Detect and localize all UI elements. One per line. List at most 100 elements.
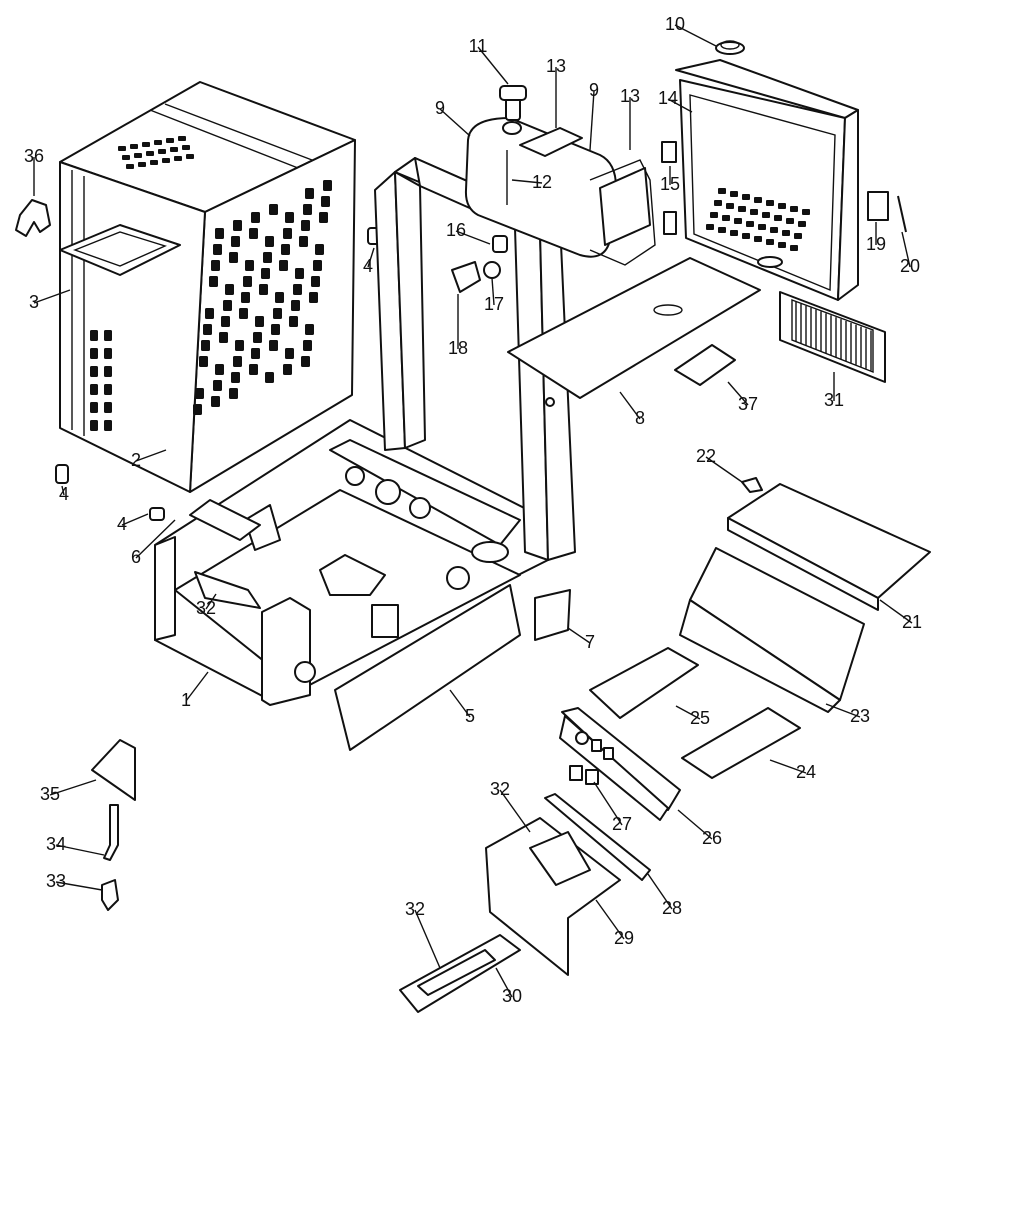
- callout-leader-32c: [414, 909, 441, 969]
- callout-label-36: 36: [24, 146, 44, 166]
- callout-label-14: 14: [658, 88, 678, 108]
- perforation: [229, 252, 238, 263]
- perforation: [766, 239, 774, 245]
- perforation: [305, 324, 314, 335]
- perforation: [259, 284, 268, 295]
- perforation: [231, 236, 240, 247]
- callout-label-32c: 32: [405, 899, 425, 919]
- enclosure-perforations: [706, 188, 810, 251]
- callout-label-9a: 9: [435, 98, 445, 118]
- perforation: [321, 196, 330, 207]
- perforation: [104, 366, 112, 377]
- callout-leader-5: [449, 689, 471, 718]
- callout-label-31: 31: [824, 390, 844, 410]
- callout-label-9b: 9: [589, 80, 599, 100]
- perforation: [734, 218, 742, 224]
- callout-leader-33: [55, 881, 103, 891]
- perforation: [802, 209, 810, 215]
- callout-label-34: 34: [46, 834, 66, 854]
- perforation: [714, 200, 722, 206]
- callout-leader-20: [901, 231, 911, 268]
- perforation: [279, 260, 288, 271]
- perforation: [323, 180, 332, 191]
- callout-leader-3: [33, 289, 71, 304]
- perforation: [154, 140, 162, 145]
- perforation: [235, 340, 244, 351]
- part-bar-30: [399, 934, 521, 1013]
- perforation: [162, 158, 170, 163]
- callout-leader-32a: [205, 593, 217, 610]
- perforation: [195, 388, 204, 399]
- perforation: [251, 348, 260, 359]
- perforation: [309, 292, 318, 303]
- perforation: [134, 153, 142, 158]
- perforation: [269, 204, 278, 215]
- perforation: [201, 340, 210, 351]
- perforation: [186, 154, 194, 159]
- perforation: [219, 332, 228, 343]
- callout-label-10: 10: [665, 14, 685, 34]
- callout-leader-25: [675, 705, 701, 720]
- callout-leader-6: [135, 519, 176, 559]
- perforation: [90, 402, 98, 413]
- perforation: [211, 260, 220, 271]
- perforation: [778, 203, 786, 209]
- perforation: [730, 191, 738, 197]
- perforation: [315, 244, 324, 255]
- callout-leader-17: [491, 277, 495, 306]
- perforation: [142, 142, 150, 147]
- part-rails-24-25: [589, 647, 801, 779]
- part-brackets-33-35: [91, 739, 136, 911]
- perforation: [90, 420, 98, 431]
- perforation: [710, 212, 718, 218]
- callout-leader-34: [55, 844, 105, 856]
- callout-label-19: 19: [866, 234, 886, 254]
- perforation: [730, 230, 738, 236]
- perforation: [126, 164, 134, 169]
- callout-leader-37: [727, 381, 749, 406]
- callout-leader-35: [49, 779, 97, 796]
- callout-leader-32b: [499, 789, 531, 833]
- perforation: [303, 204, 312, 215]
- perforation: [241, 292, 250, 303]
- perforation: [778, 242, 786, 248]
- callout-label-30: 30: [502, 986, 522, 1006]
- part-rear-enclosure: [675, 40, 859, 301]
- callout-label-2: 2: [131, 450, 141, 470]
- perforation: [223, 300, 232, 311]
- callout-label-3: 3: [29, 292, 39, 312]
- perforation: [213, 380, 222, 391]
- perforation: [271, 324, 280, 335]
- callout-label-4b: 4: [59, 484, 69, 504]
- perforation: [166, 138, 174, 143]
- perforation: [299, 236, 308, 247]
- perforation: [798, 221, 806, 227]
- perforation: [225, 284, 234, 295]
- part-rops-frame: [374, 157, 576, 561]
- part-top-cover-21: [727, 477, 931, 611]
- perforation: [90, 384, 98, 395]
- part-base-frame: [154, 419, 549, 706]
- perforation: [263, 252, 272, 263]
- perforation: [90, 348, 98, 359]
- perforation: [90, 330, 98, 341]
- callout-leader-9b: [589, 90, 595, 151]
- part-small-plate-7: [534, 589, 571, 641]
- part-cab-guard: [59, 81, 356, 493]
- perforation: [754, 197, 762, 203]
- grille-mesh: [795, 302, 872, 371]
- callout-leader-4c: [121, 513, 149, 526]
- perforation: [104, 384, 112, 395]
- callout-leader-7: [567, 627, 591, 644]
- perforation: [249, 228, 258, 239]
- perforation: [245, 260, 254, 271]
- callout-label-5: 5: [465, 706, 475, 726]
- perforation: [150, 160, 158, 165]
- callout-label-29: 29: [614, 928, 634, 948]
- perforation: [138, 162, 146, 167]
- callout-label-18: 18: [448, 338, 468, 358]
- perforation: [104, 348, 112, 359]
- callout-label-12: 12: [532, 172, 552, 192]
- perforation: [265, 236, 274, 247]
